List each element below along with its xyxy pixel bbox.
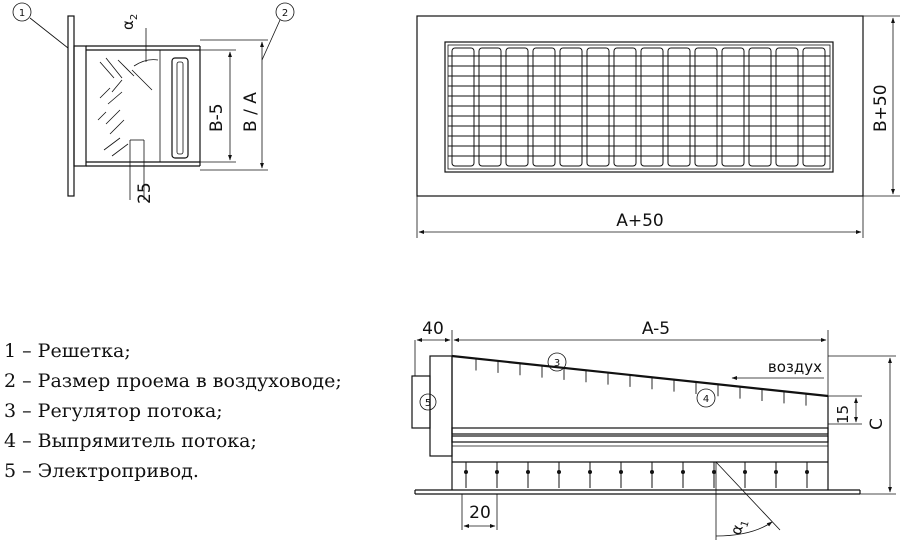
front-blade: [667, 47, 691, 167]
front-blade: [451, 47, 475, 167]
section-angle-label: α1: [727, 516, 752, 538]
section-dim-20: 20: [469, 503, 491, 523]
side-damper-blades: [97, 57, 153, 157]
front-blade: [586, 47, 610, 167]
front-blade: [748, 47, 772, 167]
legend: 1 – Решетка; 2 – Размер проема в воздухо…: [4, 336, 342, 486]
front-blade: [559, 47, 583, 167]
legend-item-1: 1 – Решетка;: [4, 340, 131, 362]
front-blades: [448, 47, 830, 167]
front-opening: [444, 41, 834, 173]
section-dim-15: 15: [834, 405, 852, 424]
section-regulator-teeth: [475, 358, 807, 406]
front-blade: [532, 47, 556, 167]
front-dim-b-plus-50: B+50: [871, 84, 891, 132]
callout-2: 2: [282, 8, 288, 19]
front-blade: [478, 47, 502, 167]
side-flange: [67, 15, 75, 197]
legend-item-4: 4 – Выпрямитель потока;: [4, 430, 257, 452]
legend-item-5: 5 – Электропривод.: [4, 460, 199, 482]
section-dim-a-minus-5: A-5: [642, 319, 670, 339]
front-blade: [613, 47, 637, 167]
front-blade: [721, 47, 745, 167]
side-frame-left: [73, 45, 87, 167]
side-angle-label: α2: [119, 14, 140, 30]
side-dim-b-minus-5: B-5: [207, 103, 227, 132]
section-dim-40: 40: [422, 319, 444, 339]
section-dim-c: C: [867, 418, 887, 430]
side-grille-bar: [171, 57, 189, 159]
straightener-pin-dot: [774, 470, 778, 474]
front-outer-frame: [416, 15, 864, 197]
section-flow-regulator: [451, 354, 829, 398]
front-blade: [775, 47, 799, 167]
straightener-pin-dot: [712, 470, 716, 474]
straightener-pin-dot: [619, 470, 623, 474]
front-blade: [640, 47, 664, 167]
straightener-pin-dot: [681, 470, 685, 474]
section-view: 5 40 A-5 воздух 3: [411, 319, 896, 540]
straightener-pin-dot: [743, 470, 747, 474]
front-blade: [802, 47, 826, 167]
front-dim-a-plus-50: A+50: [616, 211, 664, 231]
section-air-label: воздух: [768, 358, 822, 376]
side-view: α2 25 B-5 B / A 1 2: [12, 2, 295, 204]
callout-1: 1: [19, 8, 25, 19]
side-dim-25: 25: [135, 182, 155, 204]
straightener-pin-dot: [464, 470, 468, 474]
straightener-pin-dot: [557, 470, 561, 474]
front-blade: [505, 47, 529, 167]
straightener-pin-dot: [805, 470, 809, 474]
legend-item-3: 3 – Регулятор потока;: [4, 400, 223, 422]
callout-5: 5: [425, 398, 431, 409]
front-blade: [694, 47, 718, 167]
front-view: B+50 A+50: [416, 15, 900, 238]
legend-item-2: 2 – Размер проема в воздуховоде;: [4, 370, 342, 392]
straightener-pin-dot: [588, 470, 592, 474]
section-straightener-pins: [464, 462, 809, 488]
straightener-pin-dot: [495, 470, 499, 474]
side-dim-b-a: B / A: [241, 92, 261, 132]
callout-3: 3: [554, 358, 560, 369]
callout-2-circle: [275, 2, 295, 22]
straightener-pin-dot: [526, 470, 530, 474]
callout-1-circle: [12, 2, 32, 22]
straightener-pin-dot: [650, 470, 654, 474]
callout-4: 4: [703, 394, 709, 405]
